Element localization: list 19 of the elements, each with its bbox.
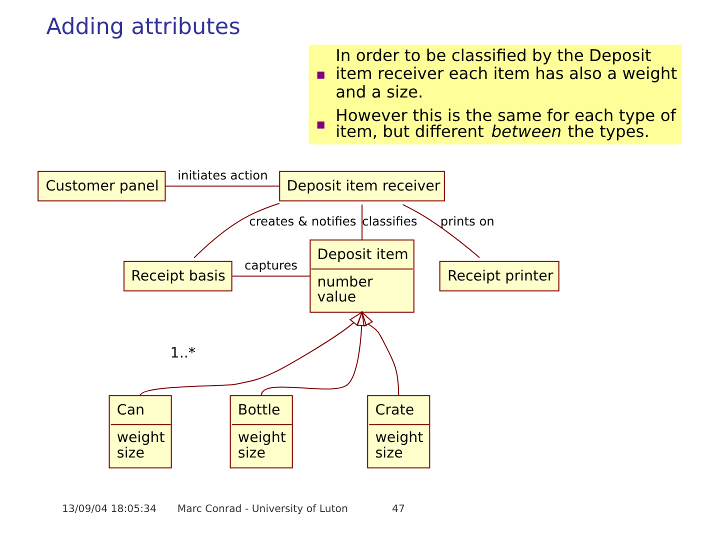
connector [362, 204, 363, 240]
node-box: In order to be classified by the Deposit item receiver each item has also a weight and a size. However this is the same for each type of item, but different between the types. [308, 44, 682, 144]
connector [402, 204, 480, 258]
connector [232, 276, 310, 277]
arrow [140, 311, 363, 396]
arrow [361, 310, 400, 396]
edge-label: classifies [362, 214, 418, 228]
edge-label: prints on [440, 214, 494, 228]
edge-label: initiates action [178, 168, 268, 183]
connector [194, 202, 280, 258]
label: 13/09/04 18:05:34 [62, 504, 156, 516]
edge-label: creates & notifies [249, 214, 356, 228]
label: Marc Conrad - University of Luton [177, 504, 348, 516]
label: 47 [392, 504, 405, 516]
edge-label: captures [244, 258, 298, 273]
label: 1..* [170, 346, 196, 362]
diagram-title: Adding attributes [46, 14, 240, 40]
arrow [260, 310, 367, 396]
connector [165, 186, 280, 187]
